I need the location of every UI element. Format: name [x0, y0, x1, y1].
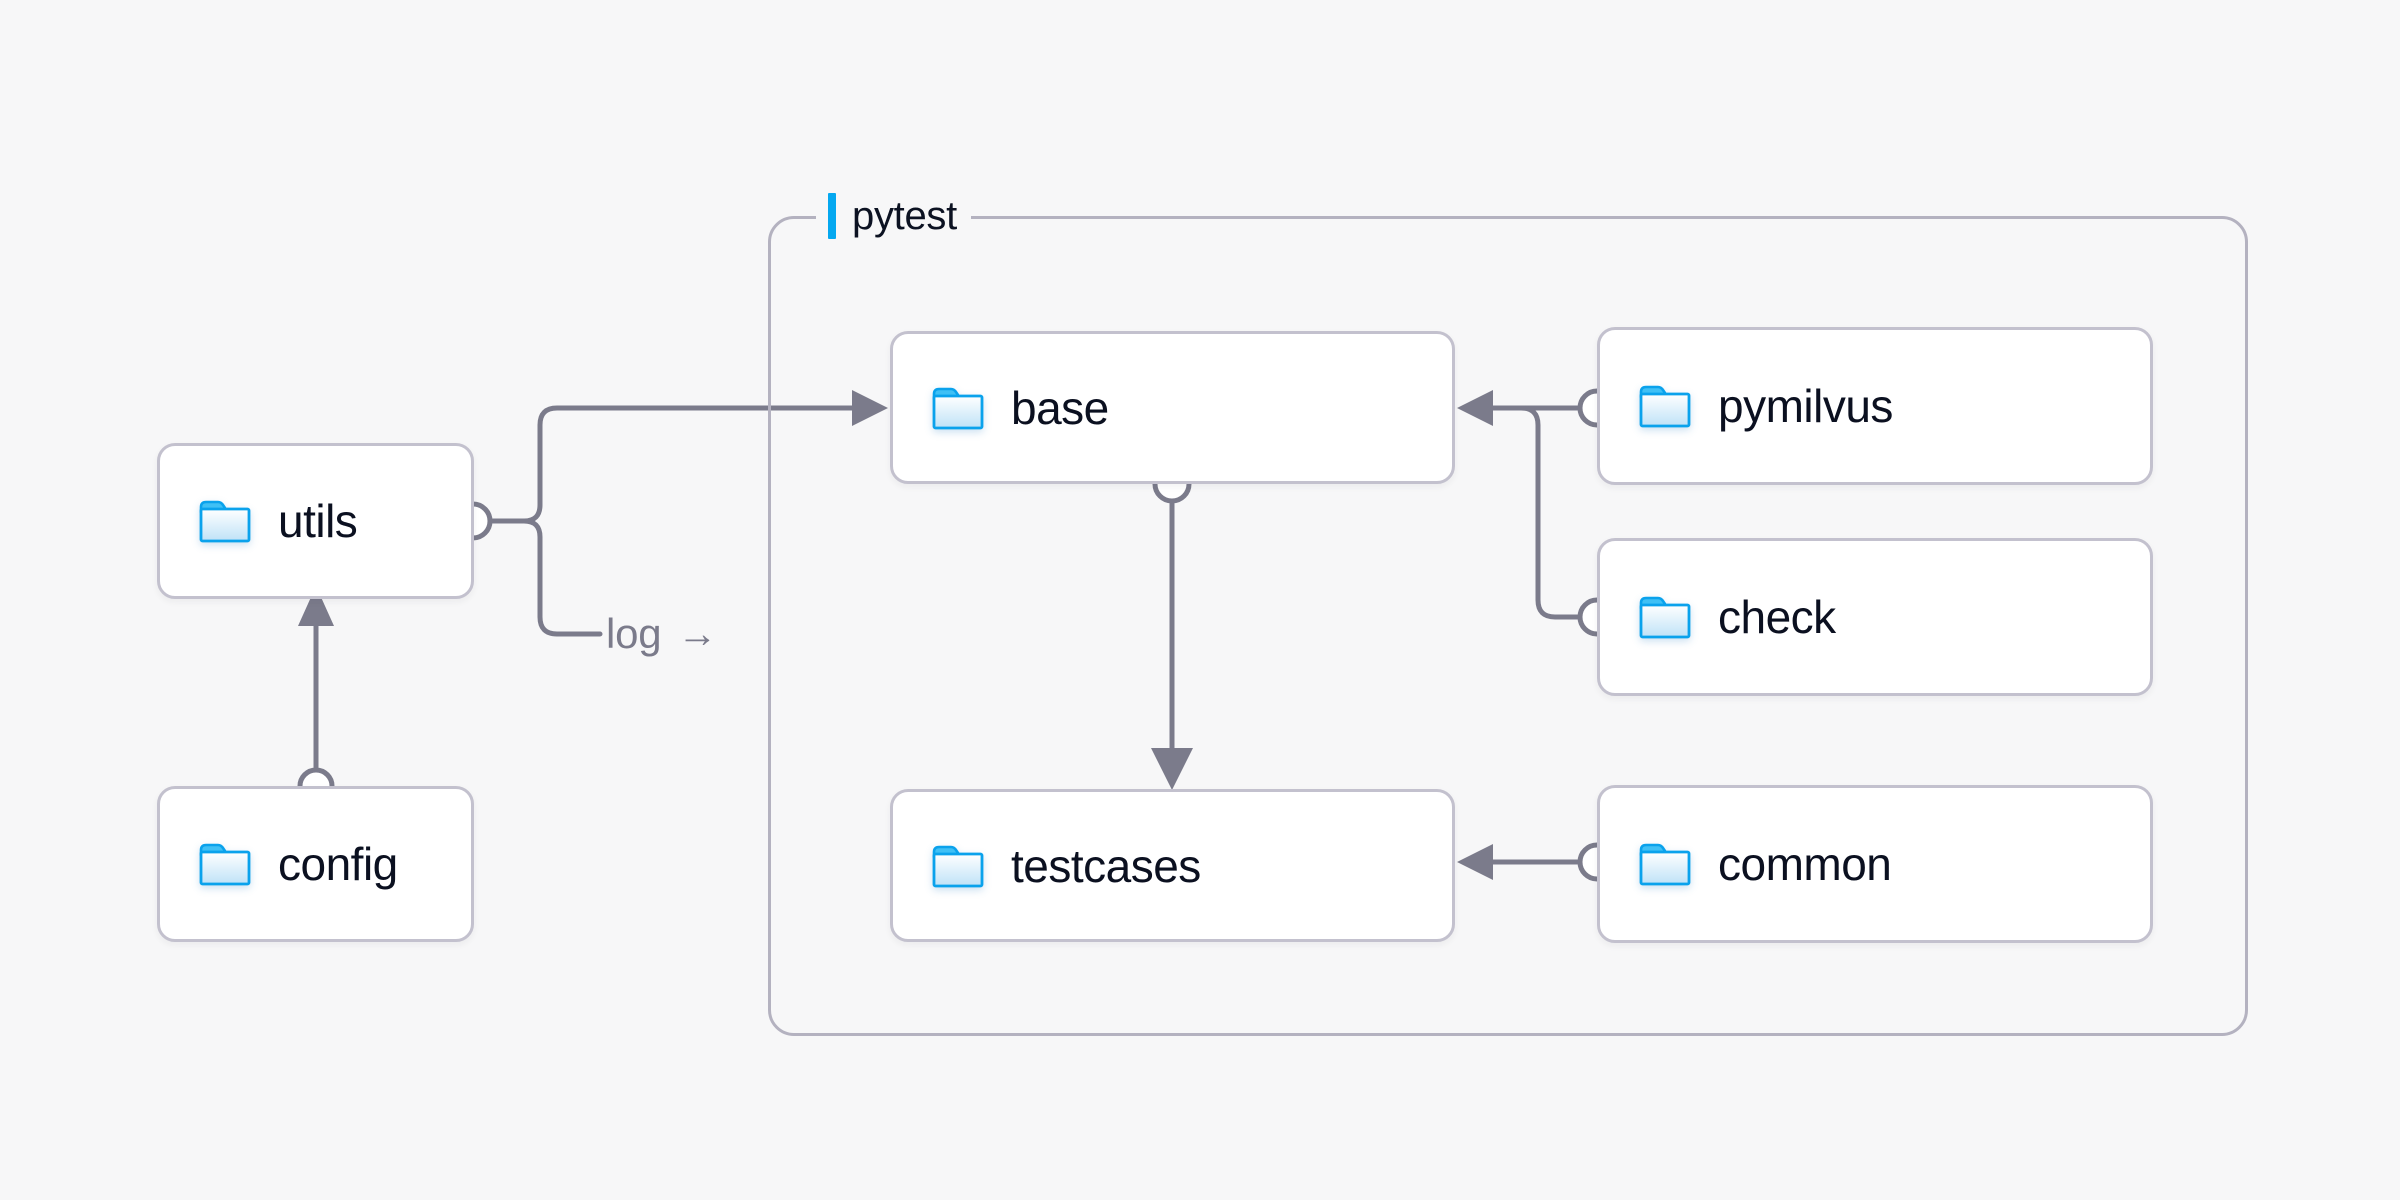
group-accent-bar-icon: [828, 193, 836, 239]
node-utils[interactable]: utils: [157, 443, 474, 599]
node-common-label: common: [1718, 838, 1892, 890]
node-testcases-label: testcases: [1011, 839, 1201, 892]
node-pymilvus-label: pymilvus: [1718, 380, 1893, 432]
folder-icon: [1639, 596, 1691, 639]
folder-icon: [1639, 843, 1691, 886]
arrow-right-icon: →: [677, 612, 718, 656]
edge-label-log-text: log: [606, 610, 662, 657]
edge-config-to-utils: [297, 586, 335, 805]
folder-icon: [1639, 385, 1691, 428]
group-pytest-label: pytest: [816, 188, 971, 244]
folder-icon: [932, 387, 984, 429]
node-base[interactable]: base: [890, 331, 1455, 484]
node-check[interactable]: check: [1597, 538, 2153, 696]
folder-icon: [199, 500, 251, 543]
edge-label-log: log →: [606, 613, 717, 655]
node-common[interactable]: common: [1597, 785, 2153, 943]
group-pytest-label-text: pytest: [852, 194, 957, 238]
folder-icon: [199, 843, 251, 886]
node-pymilvus[interactable]: pymilvus: [1597, 327, 2153, 485]
folder-icon: [932, 845, 984, 887]
group-pytest: [768, 216, 2248, 1036]
node-testcases[interactable]: testcases: [890, 789, 1455, 942]
node-config[interactable]: config: [157, 786, 474, 942]
node-check-label: check: [1718, 591, 1836, 643]
node-base-label: base: [1011, 381, 1109, 434]
node-utils-label: utils: [278, 495, 358, 547]
node-config-label: config: [278, 838, 398, 890]
